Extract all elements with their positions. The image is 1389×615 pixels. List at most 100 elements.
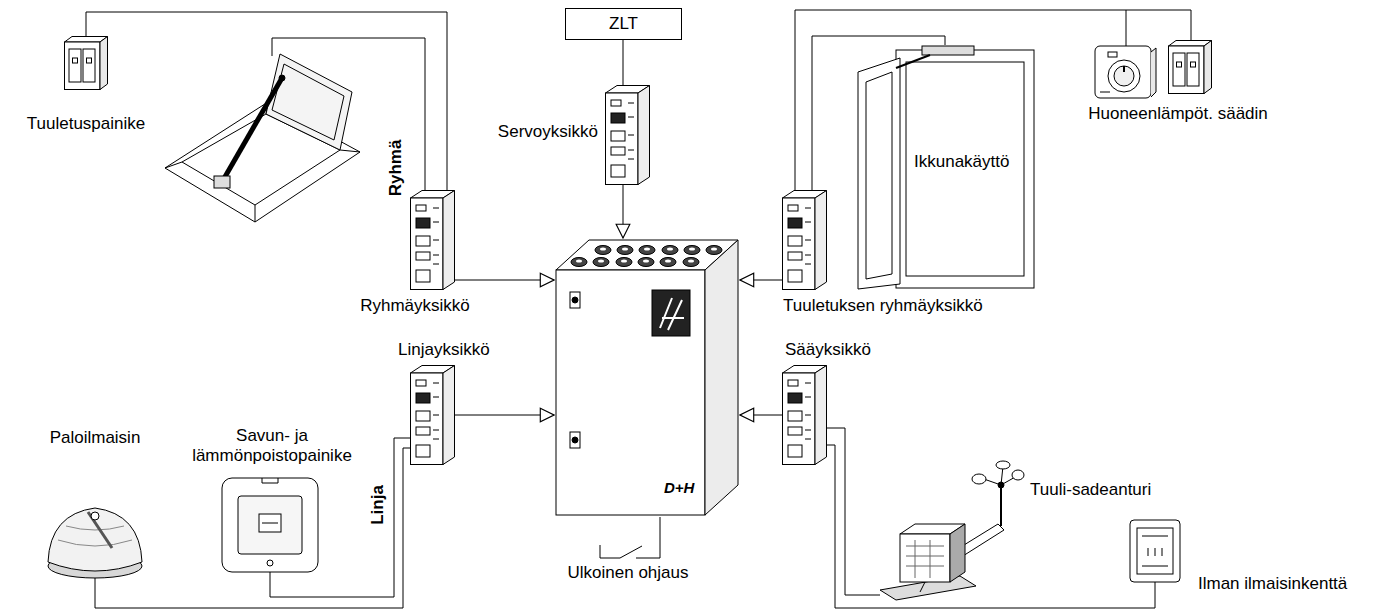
roof-hatch — [214, 176, 230, 188]
control-cabinet — [556, 270, 705, 515]
box-label: ZLT — [609, 14, 638, 34]
control-cabinet — [665, 259, 671, 262]
device-label: D+H — [664, 478, 694, 498]
detector-panel-icon — [1142, 536, 1168, 566]
window-drive-drawing — [866, 72, 892, 279]
vent-group-module: Tuuletuksen ryhmäyksikkö — [782, 190, 827, 290]
vent-button-icon — [65, 37, 108, 90]
module-insert-arrow — [740, 280, 782, 281]
window-drive-drawing — [858, 58, 900, 289]
control-cabinet — [571, 258, 587, 267]
window-drive-drawing — [896, 50, 1034, 288]
wind-rain-sensor-drawing — [920, 582, 925, 592]
module-insert-arrow — [623, 185, 624, 238]
control-cabinet — [662, 246, 678, 255]
control-cabinet — [616, 258, 632, 267]
room-thermostat-icon — [1123, 66, 1125, 72]
module-units — [411, 191, 455, 290]
fire-detector-drawing — [58, 526, 132, 546]
smoke-vent-button-drawing — [259, 514, 281, 532]
external-switch: Ulkoinen ohjaus — [598, 543, 662, 560]
module-insert-arrow — [740, 415, 782, 416]
control-cabinet — [593, 258, 609, 267]
fire-detector-drawing — [48, 508, 142, 571]
device-label: Ryhmäyksikkö — [360, 296, 470, 316]
control-cabinet — [705, 240, 738, 515]
smoke-vent-button-drawing — [222, 478, 318, 572]
module-units — [783, 366, 827, 465]
fire-detector-drawing — [48, 508, 142, 578]
device-label: Ulkoinen ohjaus — [568, 563, 689, 583]
module-insert-arrow — [455, 415, 554, 416]
wind-rain-sensor: Tuuli-sadeanturi — [880, 460, 1025, 600]
module-units — [411, 366, 455, 465]
wind-rain-sensor-drawing — [906, 540, 944, 578]
control-cabinet — [570, 292, 580, 308]
external-switch-symbol — [600, 543, 660, 558]
fire-detector: Paloilmaisin — [48, 505, 142, 578]
roof-hatch — [222, 78, 282, 182]
control-cabinet — [622, 247, 628, 250]
wind-rain-sensor-drawing — [900, 534, 950, 582]
device-label: Servoyksikkö — [498, 122, 598, 142]
control-panel: D+H — [554, 238, 740, 517]
control-cabinet — [617, 246, 633, 255]
control-cabinet — [595, 246, 611, 255]
room-thermostat-icon — [1108, 52, 1117, 57]
smoke-vent-button-drawing — [262, 523, 278, 524]
control-cabinet — [688, 259, 694, 262]
device-label: Tuuletuksen ryhmäyksikkö — [783, 296, 983, 316]
signal-wire — [623, 40, 624, 85]
control-cabinet — [572, 297, 578, 303]
control-cabinet — [689, 247, 695, 250]
weather-module: Sääyksikkö — [782, 365, 827, 465]
room-switch-icon — [1169, 41, 1212, 94]
device-label: Ikkunakäyttö — [912, 152, 1011, 172]
control-cabinet — [598, 259, 604, 262]
module-insert-arrow — [455, 280, 554, 281]
room-thermostat-icon — [1095, 46, 1156, 98]
room-thermostat-icon — [1108, 60, 1140, 92]
module-units — [606, 86, 650, 185]
roof-hatch — [272, 64, 344, 140]
device-label: Sääyksikkö — [785, 340, 871, 360]
device-label: Huoneenlämpöt. säädin — [1088, 104, 1268, 124]
device-label: Linjayksikkö — [398, 340, 490, 360]
control-cabinet — [683, 258, 699, 267]
control-cabinet — [644, 247, 650, 250]
vent-button: Tuuletuspainike — [64, 36, 108, 90]
wind-rain-sensor-drawing — [1012, 470, 1024, 480]
smoke-vent-button-drawing — [238, 496, 302, 554]
signal-wire — [95, 448, 410, 608]
wind-rain-sensor-drawing — [950, 524, 965, 582]
control-cabinet — [711, 247, 717, 250]
wind-rain-sensor-drawing — [880, 461, 1024, 600]
device-label: Tuuletuspainike — [27, 114, 145, 134]
smoke-vent-button: Savun- ja lämmönpoistopainike — [222, 478, 318, 572]
bus-label: Ryhmä — [386, 140, 406, 197]
bus-label: Linja — [368, 485, 388, 525]
device-label: Tuuli-sadeanturi — [1030, 480, 1151, 500]
vent-button-icon — [65, 37, 108, 90]
control-cabinet — [570, 432, 580, 448]
signal-wire — [827, 445, 1155, 608]
control-cabinet — [660, 298, 684, 330]
control-cabinet — [600, 247, 606, 250]
wind-rain-sensor-drawing — [972, 474, 986, 484]
control-cabinet — [576, 259, 582, 262]
detector-panel-icon — [1130, 520, 1180, 582]
window-drive-drawing — [906, 62, 1024, 276]
control-cabinet — [556, 240, 738, 515]
detector-panel-icon — [1130, 520, 1180, 582]
control-cabinet — [643, 259, 649, 262]
control-cabinet — [652, 290, 690, 336]
smoke-vent-button-drawing — [222, 478, 318, 572]
control-cabinet — [572, 437, 578, 443]
room-thermostat-icon — [1114, 66, 1134, 86]
wind-rain-sensor-drawing — [996, 461, 1010, 469]
window-drive-drawing — [896, 55, 930, 68]
smoke-vent-button-drawing — [262, 478, 278, 483]
thermostat-wire — [1126, 10, 1127, 46]
